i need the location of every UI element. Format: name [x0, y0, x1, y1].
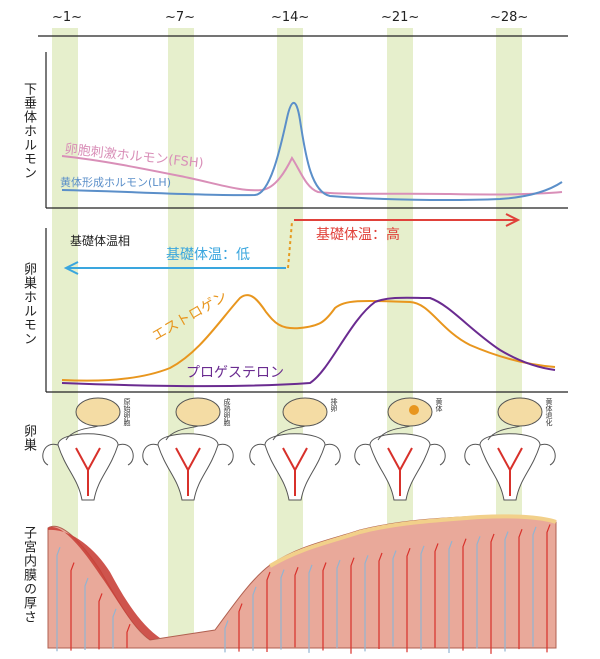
- uterine-lining: [75, 447, 101, 496]
- spiral-artery: [126, 623, 131, 649]
- spiral-artery: [490, 533, 495, 654]
- corpus-luteum: [409, 405, 419, 415]
- day-band-14: [277, 28, 303, 648]
- spiral-artery: [448, 540, 453, 654]
- spiral-artery: [252, 586, 257, 651]
- spiral-arteries: [56, 524, 551, 654]
- ovary-shape: [175, 397, 221, 427]
- ovary-shape: [282, 397, 328, 427]
- shedding-layer: [48, 527, 160, 640]
- endometrium: [47, 514, 557, 654]
- spiral-artery: [238, 603, 243, 652]
- label-ovary: 卵巣: [21, 424, 36, 452]
- spiral-artery: [224, 620, 229, 653]
- day-label-21: ~21~: [381, 10, 420, 25]
- estrogen-curve: [61, 294, 556, 382]
- uterus-shape: [264, 433, 326, 501]
- high-temp-label: 基礎体温：高: [316, 227, 400, 243]
- lh-curve: [61, 101, 563, 201]
- spiral-artery: [518, 528, 523, 650]
- spiral-artery: [462, 538, 467, 651]
- spiral-artery: [322, 562, 327, 651]
- ovary-stage-label: 黄体退化: [545, 398, 553, 426]
- spiral-artery: [420, 545, 425, 650]
- spiral-artery: [98, 593, 103, 650]
- spiral-artery: [476, 536, 481, 649]
- spiral-artery: [280, 569, 285, 650]
- day-label-14: ~14~: [271, 10, 310, 25]
- spiral-artery: [364, 555, 369, 652]
- label-endometrium: 子宮内膜の厚さ: [21, 526, 36, 624]
- temp-transition-line: [287, 221, 293, 269]
- spiral-artery: [336, 559, 341, 649]
- spiral-artery: [112, 608, 117, 649]
- uterine-lining: [387, 447, 413, 496]
- lh-label: 黄体形成ホルモン(LH): [60, 176, 171, 189]
- spiral-artery: [392, 550, 397, 647]
- ovary-stage-label: 排卵: [330, 398, 338, 412]
- day-label-1: ~1~: [52, 10, 83, 25]
- uterus-shape: [57, 433, 119, 501]
- temperature-arrows: [63, 213, 521, 275]
- day-label-7: ~7~: [165, 10, 196, 25]
- spiral-artery: [308, 564, 313, 653]
- uterus-illustration: [42, 397, 134, 501]
- spiral-artery: [294, 567, 299, 648]
- spiral-artery: [504, 531, 509, 652]
- ovary-stage-label: 成熟卵胞: [223, 398, 231, 426]
- uterus-shape: [157, 433, 219, 501]
- uterus-illustrations: [42, 397, 556, 501]
- progesterone-curve: [61, 296, 556, 388]
- spiral-artery: [378, 552, 383, 649]
- spiral-artery: [546, 524, 551, 653]
- day-label-28: ~28~: [490, 10, 529, 25]
- pituitary-axes: [45, 52, 568, 209]
- day-band-7: [168, 28, 194, 648]
- spiral-artery: [406, 547, 411, 653]
- spiral-artery: [70, 562, 75, 651]
- low-temp-label: 基礎体温：低: [166, 247, 250, 263]
- uterus-shape: [369, 433, 431, 501]
- ovary-shape: [497, 397, 543, 427]
- ovary-stage-label: 黄体: [435, 398, 443, 412]
- spiral-artery: [434, 543, 439, 648]
- uterus-illustration: [249, 397, 341, 501]
- spiral-artery: [56, 546, 61, 652]
- fallopian-tubes: [249, 425, 341, 466]
- uterus-illustration: [142, 397, 234, 501]
- fallopian-tubes: [142, 425, 234, 466]
- ovarian-axes: [45, 228, 568, 393]
- uterine-lining: [175, 447, 201, 496]
- spiral-artery: [350, 557, 355, 654]
- uterine-lining: [282, 447, 308, 496]
- uterus-illustration: [464, 397, 556, 501]
- fsh-curve: [61, 155, 563, 196]
- temperature-heading: 基礎体温相: [70, 234, 131, 248]
- ovary-stage-label: 原始卵胞: [123, 398, 131, 426]
- fallopian-tubes: [354, 425, 446, 466]
- label-ovarian: 卵巣ホルモン: [21, 262, 36, 346]
- uterus-illustration: [354, 397, 446, 501]
- fallopian-tubes: [464, 425, 556, 466]
- progesterone-label: プロゲステロン: [186, 365, 284, 381]
- spiral-artery: [266, 571, 271, 652]
- ovary-shape: [75, 397, 121, 427]
- spiral-artery: [84, 577, 89, 650]
- fallopian-tubes: [42, 425, 134, 466]
- uterus-shape: [479, 433, 541, 501]
- endometrium-top-glands: [268, 514, 557, 568]
- spiral-artery: [532, 526, 537, 647]
- label-pituitary: 下垂体ホルモン: [21, 82, 36, 180]
- uterine-lining: [497, 447, 523, 496]
